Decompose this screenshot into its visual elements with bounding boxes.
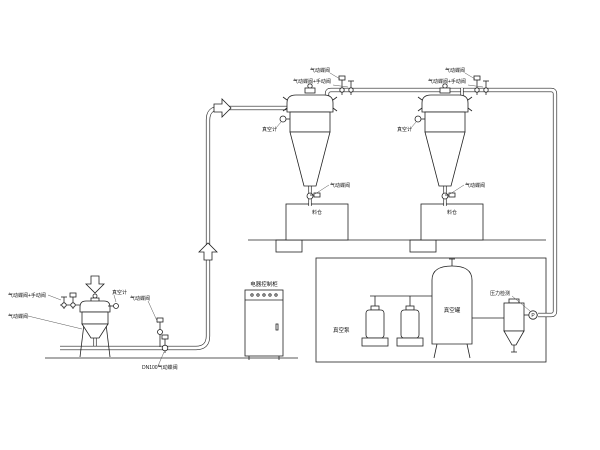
- feeder-inlet-valve-combo: [61, 292, 77, 309]
- indicator-light-icon: [268, 293, 272, 297]
- cyclone-b-body: [424, 111, 466, 133]
- vacuum-pump-2: [396, 305, 424, 347]
- cyclone-b-header-valves: [473, 75, 489, 95]
- leader-lines: [27, 72, 531, 367]
- cyclone-a-gauge-label: 真空计: [262, 126, 277, 133]
- indicator-light-icon: [274, 293, 278, 297]
- bin-b-label: 料仓: [447, 209, 457, 216]
- flow-arrow-up-icon: [198, 242, 218, 261]
- indicator-light-icon: [250, 293, 254, 297]
- feeder-vacuum-gauge: [108, 303, 119, 309]
- feeder-cone: [81, 323, 109, 339]
- vacuum-pump-1: [361, 305, 389, 347]
- cyclone-b-vacuum-gauge: [414, 115, 425, 123]
- indicator-light-icon: [262, 293, 266, 297]
- control-cabinet-label: 电器控制柜: [250, 280, 278, 288]
- pump-room-outline: [315, 257, 547, 363]
- cyclone-b-discharge-valve-label: 气动蝶阀: [465, 182, 485, 189]
- cyclone-a-body: [289, 111, 331, 133]
- floor-support: [409, 239, 437, 253]
- cyclone-a-cone: [289, 131, 331, 187]
- cyclone-a-header-valves: [338, 75, 354, 95]
- feeder-combo-valve-label: 气动蝶阀+手动阀: [8, 292, 46, 299]
- control-cabinet: [244, 289, 284, 360]
- platform-floor: [248, 239, 546, 253]
- cyclone-b-cone: [424, 131, 466, 187]
- vacuum-pump-label: 真空泵: [333, 326, 350, 334]
- feed-station: [60, 292, 119, 358]
- cyclone-b-gauge-label: 真空计: [397, 126, 412, 133]
- feeder-vent-cap: [92, 293, 98, 299]
- pressure-detect-label: 压力检测: [490, 290, 510, 297]
- bin-b: [420, 203, 484, 241]
- cyclone-a: [279, 83, 338, 200]
- vacuum-tank: [431, 258, 473, 359]
- cyclone-b-lid: [421, 94, 469, 113]
- cyclone-b-discharge-valve: [441, 192, 456, 200]
- cyclone-b-pneumatic-valve-label: 气动蝶阀: [445, 67, 465, 74]
- vacuum-tank-label: 真空罐: [444, 306, 461, 314]
- line-boost-valve: [156, 317, 164, 347]
- dn100-valve: [161, 334, 169, 353]
- cabinet-handle: [275, 323, 279, 331]
- pressure-gauge: P: [528, 310, 538, 320]
- line-valve-label: 气动蝶阀: [130, 295, 150, 302]
- cyclone-a-discharge-valve-label: 气动蝶阀: [330, 182, 350, 189]
- bin-a-label: 料仓: [312, 209, 322, 216]
- feeder-gauge-label: 真空计: [112, 289, 127, 296]
- cyclone-a-lid: [286, 94, 334, 113]
- cyclone-a-pneumatic-valve-label: 气动蝶阀: [310, 67, 330, 74]
- feeder-lid: [79, 300, 111, 313]
- dust-filter: [503, 298, 525, 353]
- labels: 气动蝶阀 气动蝶阀+手动阀 气动蝶阀 气动蝶阀+手动阀 真空计 真空计 气动蝶阀…: [8, 67, 510, 371]
- dn100-valve-label: DN100气动蝶阀: [142, 364, 178, 371]
- cyclone-b-combo-valve-label: 气动蝶阀+手动阀: [428, 78, 466, 85]
- feeder-body: [81, 311, 109, 325]
- feeder-pneumatic-valve-label: 气动蝶阀: [8, 313, 28, 320]
- indicator-light-icon: [256, 293, 260, 297]
- cyclone-a-vacuum-gauge: [279, 115, 290, 123]
- bin-a: [285, 203, 349, 241]
- cyclone-a-combo-valve-label: 气动蝶阀+手动阀: [293, 78, 331, 85]
- cyclone-b: [414, 83, 473, 200]
- flow-arrow-right-icon: [213, 98, 232, 118]
- pressure-gauge-letter: P: [531, 313, 535, 319]
- material-in-arrow-icon: [85, 275, 105, 294]
- floor-support: [275, 239, 303, 253]
- cyclone-a-discharge-valve: [306, 192, 321, 200]
